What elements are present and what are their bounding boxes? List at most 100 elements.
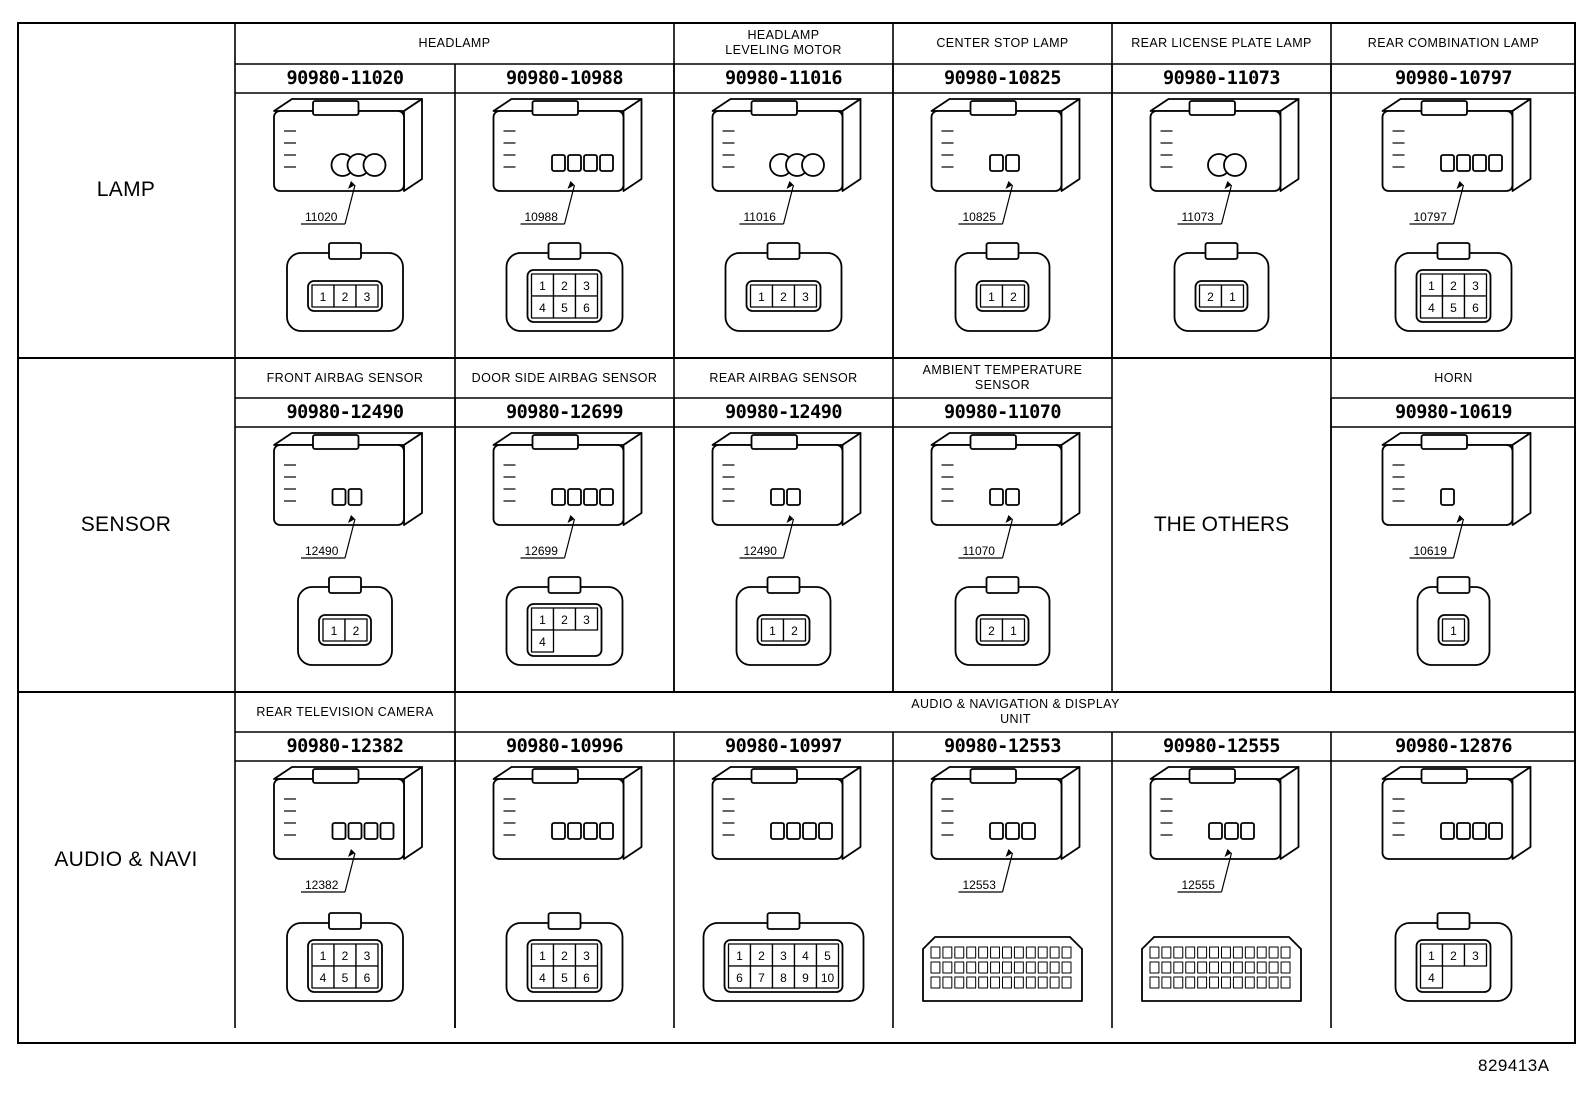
connector-housing-drawing	[711, 432, 862, 666]
connector-housing-drawing	[930, 432, 1081, 666]
part-number: 90980-10825	[943, 68, 1062, 89]
document-code: 829413A	[1478, 1056, 1550, 1075]
connector-housing-drawing	[492, 766, 643, 1002]
pin-number: 3	[802, 290, 809, 304]
pin-number: 3	[780, 949, 787, 963]
pin-number: 9	[802, 971, 809, 985]
connector-housing-drawing	[1149, 98, 1300, 332]
connector-housing-drawing	[1381, 432, 1532, 666]
pin-number: 4	[539, 301, 546, 315]
pin-number: 3	[583, 279, 590, 293]
pin-number: 2	[758, 949, 765, 963]
pin-number: 8	[780, 971, 787, 985]
part-number: 90980-12490	[286, 402, 404, 423]
pin-number: 2	[1010, 290, 1017, 304]
part-number: 90980-10996	[505, 736, 624, 757]
callout-number: 12382	[305, 878, 339, 892]
pin-number: 2	[342, 290, 349, 304]
pin-number: 1	[1450, 624, 1457, 638]
part-number: 90980-10988	[505, 68, 624, 89]
part-number: 90980-12876	[1394, 736, 1513, 757]
pin-number: 6	[1472, 301, 1479, 315]
category-label-sensor: SENSOR	[80, 513, 172, 536]
callout-number: 10988	[525, 210, 559, 224]
pin-number: 1	[539, 613, 546, 627]
connector-housing-drawing	[492, 432, 643, 666]
pin-number: 1	[320, 949, 327, 963]
connector-figure: 12490 1 2	[235, 427, 455, 692]
pin-number: 1	[1229, 290, 1236, 304]
pin-number: 4	[539, 971, 546, 985]
connector-group-title: DOOR SIDE AIRBAG SENSOR	[471, 370, 658, 385]
connector-group-title: REAR LICENSE PLATE LAMP	[1131, 35, 1312, 50]
part-number: 90980-10619	[1394, 402, 1513, 423]
pin-number: 4	[802, 949, 809, 963]
callout-number: 12490	[305, 544, 339, 558]
connector-figure: 12555	[1112, 761, 1331, 1028]
callout-number: 11016	[744, 210, 777, 224]
connector-housing-drawing	[930, 98, 1081, 332]
pin-number: 4	[320, 971, 327, 985]
connector-housing-drawing	[1381, 98, 1532, 332]
connector-housing-drawing	[922, 766, 1083, 1002]
connector-figure: 12553	[893, 761, 1112, 1028]
part-number: 90980-12553	[943, 736, 1062, 757]
callout-number: 10619	[1414, 544, 1448, 558]
connector-housing-drawing	[1381, 766, 1532, 1002]
pin-number: 1	[539, 279, 546, 293]
pin-number: 1	[1428, 949, 1435, 963]
category-label-lamp: LAMP	[96, 178, 156, 201]
pin-number: 5	[824, 949, 831, 963]
part-number: 90980-12382	[286, 736, 404, 757]
part-number: 90980-12699	[505, 402, 624, 423]
pin-number: 3	[583, 613, 590, 627]
pin-number: 1	[331, 624, 338, 638]
callout-number: 10825	[963, 210, 997, 224]
pin-number: 3	[583, 949, 590, 963]
connector-figure: 11070 2 1	[893, 427, 1112, 692]
connector-group-title: AUDIO & NAVIGATION & DISPLAY UNIT	[911, 697, 1120, 726]
pin-number: 1	[320, 290, 327, 304]
part-number: 90980-12490	[724, 402, 843, 423]
pin-number: 3	[364, 290, 371, 304]
callout-number: 12553	[963, 878, 997, 892]
pin-number: 2	[988, 624, 995, 638]
connector-housing-drawing	[702, 766, 865, 1002]
connector-housing-drawing	[273, 766, 423, 1002]
pin-number: 3	[1472, 949, 1479, 963]
pin-number: 1	[736, 949, 743, 963]
pin-number: 2	[342, 949, 349, 963]
part-number: 90980-11070	[943, 402, 1062, 423]
pin-number: 2	[561, 279, 568, 293]
callout-number: 12699	[525, 544, 559, 558]
callout-number: 12555	[1182, 878, 1216, 892]
callout-number: 11070	[963, 544, 996, 558]
connector-group-title: REAR TELEVISION CAMERA	[256, 704, 434, 719]
others-label: THE OTHERS	[1153, 513, 1290, 536]
pin-number: 4	[1428, 971, 1435, 985]
pin-number: 4	[1428, 301, 1435, 315]
connector-housing-drawing	[273, 98, 423, 332]
part-number: 90980-11073	[1162, 68, 1281, 89]
part-number: 90980-11016	[724, 68, 843, 89]
pin-number: 10	[821, 971, 835, 985]
part-number: 90980-12555	[1162, 736, 1281, 757]
pin-number: 2	[561, 949, 568, 963]
connector-group-title: REAR AIRBAG SENSOR	[709, 370, 858, 385]
pin-number: 2	[353, 624, 360, 638]
pin-number: 6	[736, 971, 743, 985]
connector-group-title: AMBIENT TEMPERATURE SENSOR	[922, 363, 1083, 392]
category-label-audio-navi: AUDIO & NAVI	[54, 848, 198, 871]
pin-number: 5	[561, 301, 568, 315]
pin-number: 3	[364, 949, 371, 963]
pin-number: 1	[1010, 624, 1017, 638]
pin-number: 6	[583, 301, 590, 315]
